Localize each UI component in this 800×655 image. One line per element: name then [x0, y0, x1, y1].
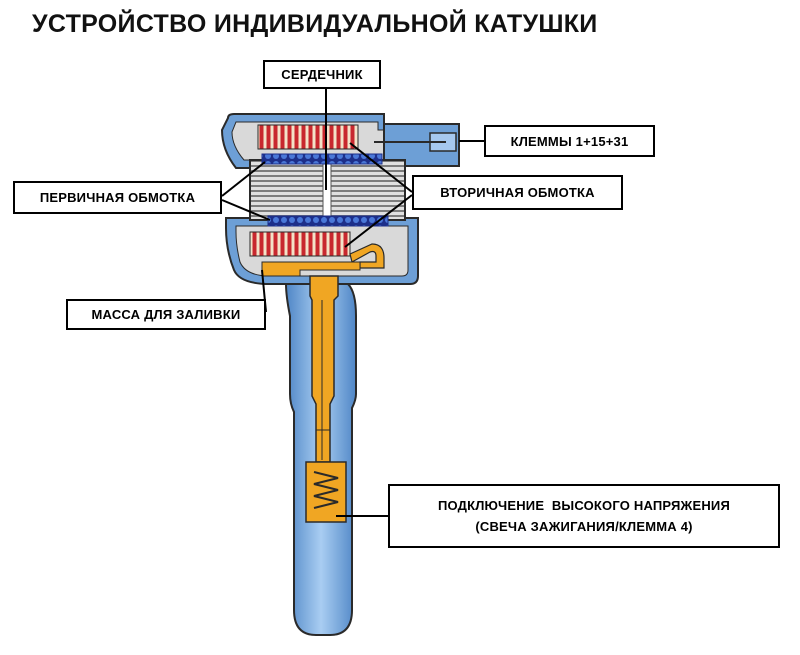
leader-lines	[221, 89, 484, 517]
label-hv-connection-line2: (СВЕЧА ЗАЖИГАНИЯ/КЛЕММА 4)	[475, 519, 693, 534]
label-potting-compound: МАССА ДЛЯ ЗАЛИВКИ	[66, 299, 266, 330]
primary-winding-lower	[267, 215, 389, 227]
terminal-connector	[374, 123, 460, 167]
label-hv-connection: ПОДКЛЮЧЕНИЕ ВЫСОКОГО НАПРЯЖЕНИЯ (СВЕЧА З…	[388, 484, 780, 548]
primary-winding-upper	[261, 153, 383, 165]
hv-spring-contact	[305, 461, 347, 523]
secondary-winding-upper	[257, 124, 359, 150]
label-primary-winding: ПЕРВИЧНАЯ ОБМОТКА	[13, 181, 222, 214]
label-hv-connection-line1: ПОДКЛЮЧЕНИЕ ВЫСОКОГО НАПРЯЖЕНИЯ	[437, 498, 731, 513]
secondary-winding-lower	[249, 231, 351, 257]
label-terminals: КЛЕММЫ 1+15+31	[484, 125, 655, 157]
diagram-title: УСТРОЙСТВО ИНДИВИДУАЛЬНОЙ КАТУШКИ	[32, 10, 598, 38]
label-core: СЕРДЕЧНИК	[263, 60, 381, 89]
label-secondary-winding: ВТОРИЧНАЯ ОБМОТКА	[412, 175, 623, 210]
